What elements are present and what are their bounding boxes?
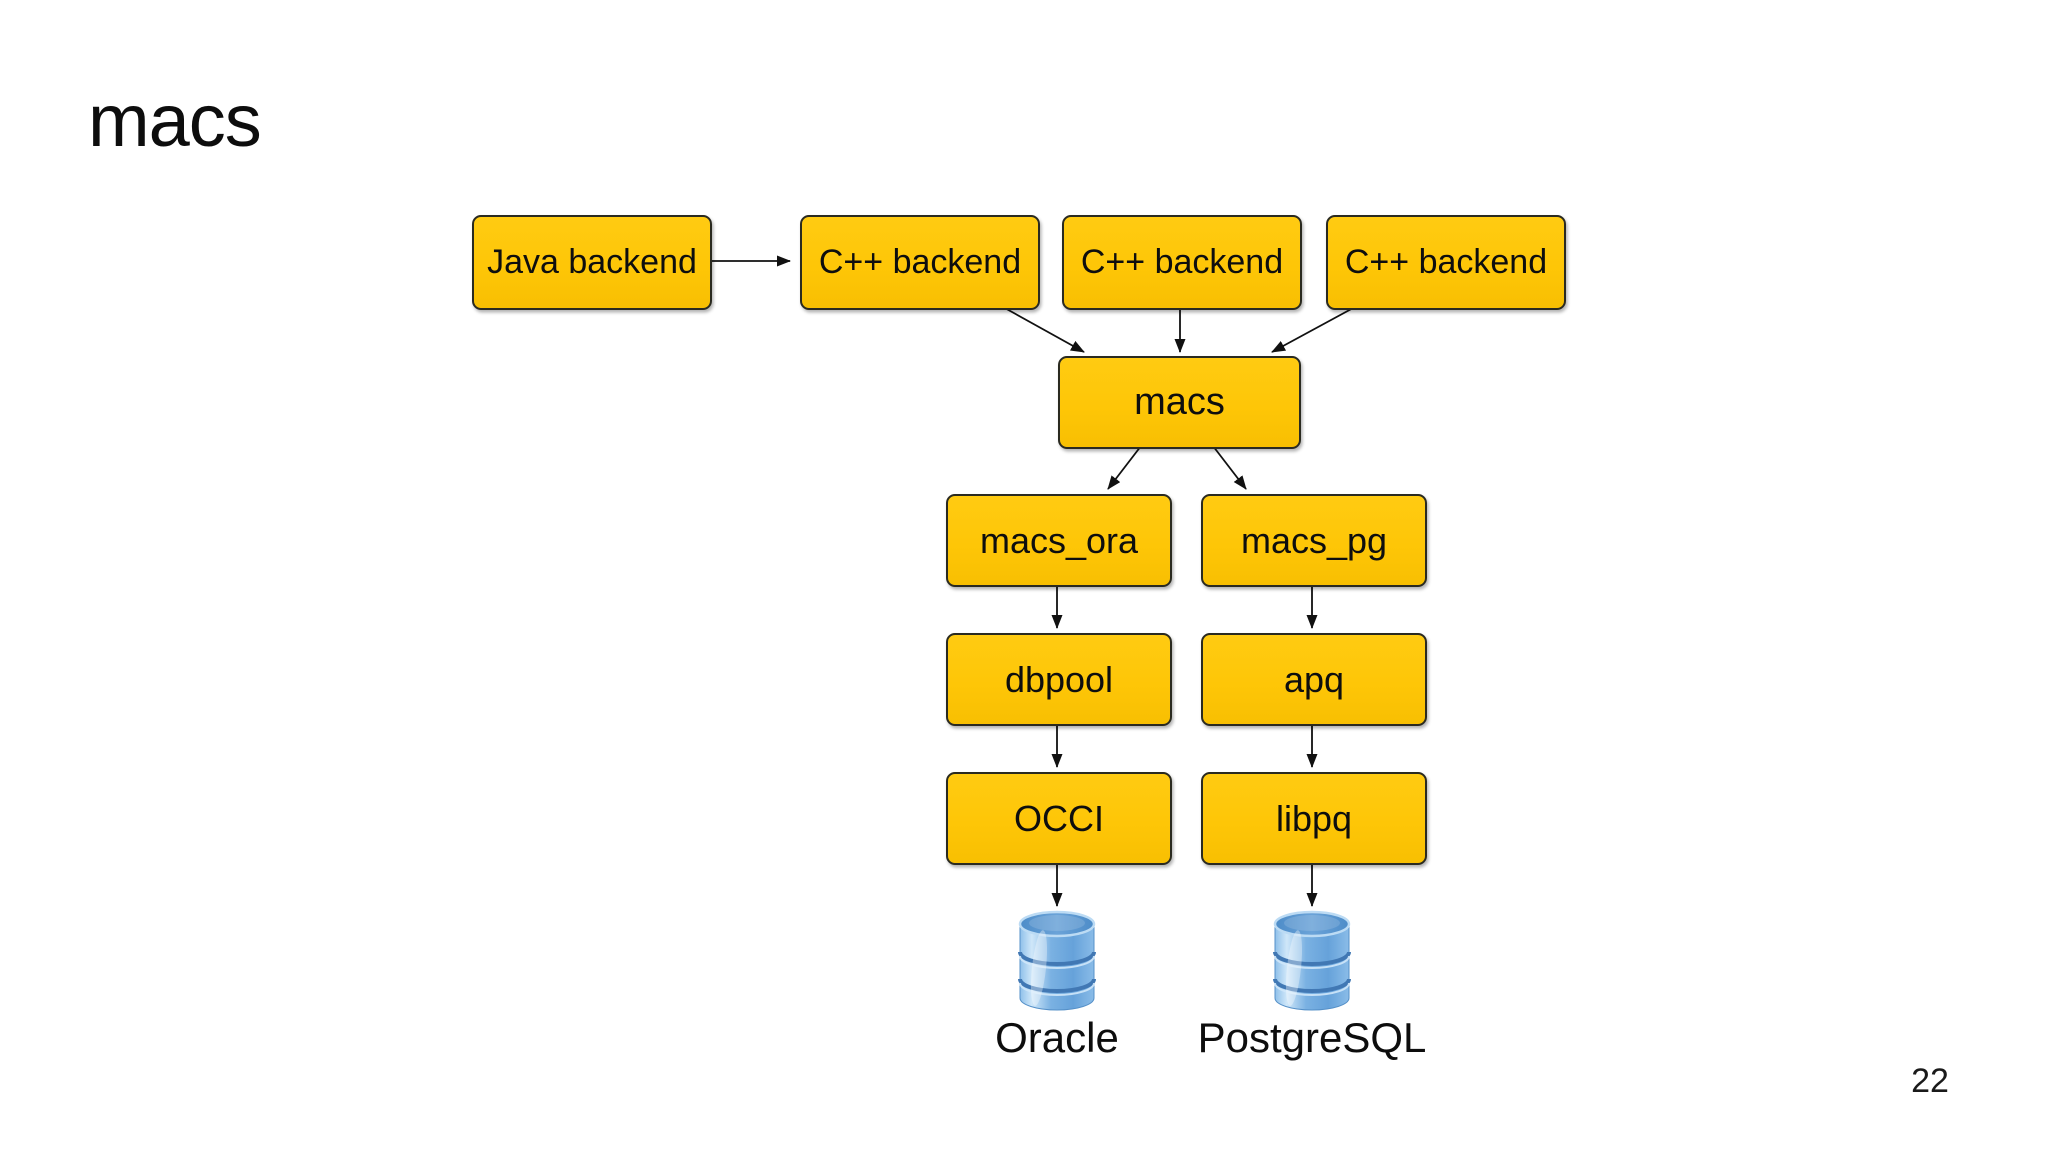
node-label: C++ backend [1080, 243, 1284, 281]
node-macs: macs [1058, 356, 1301, 449]
oracle-database-icon [1018, 910, 1096, 1012]
node-label: macs_pg [1240, 519, 1388, 561]
edge-macs-to-macsora [1107, 445, 1142, 490]
node-apq: apq [1201, 633, 1427, 726]
node-macs-pg: macs_pg [1201, 494, 1427, 587]
node-label: libpq [1275, 797, 1353, 839]
node-label: OCCI [1014, 797, 1104, 839]
node-label: C++ backend [818, 243, 1022, 281]
node-label: dbpool [1004, 658, 1114, 700]
edge-cpp3-to-macs [1271, 306, 1356, 353]
node-label: apq [1283, 658, 1345, 700]
node-label: Java backend [487, 243, 697, 281]
node-cpp-backend-2: C++ backend [1062, 215, 1302, 310]
node-label: macs [1134, 381, 1225, 423]
node-label: C++ backend [1344, 243, 1548, 281]
node-java-backend: Java backend [472, 215, 712, 310]
postgresql-label: PostgreSQL [1197, 1014, 1427, 1061]
node-macs-ora: macs_ora [946, 494, 1172, 587]
node-libpq: libpq [1201, 772, 1427, 865]
edge-cpp1-to-macs [1002, 306, 1085, 353]
node-cpp-backend-3: C++ backend [1326, 215, 1566, 310]
page-number: 22 [1911, 1062, 1949, 1100]
postgresql-database-icon [1273, 910, 1351, 1012]
node-cpp-backend-1: C++ backend [800, 215, 1040, 310]
node-occi: OCCI [946, 772, 1172, 865]
oracle-label: Oracle [995, 1014, 1119, 1061]
edge-macs-to-macspg [1212, 445, 1247, 490]
node-dbpool: dbpool [946, 633, 1172, 726]
page-title: macs [88, 79, 262, 162]
node-label: macs_ora [979, 519, 1139, 561]
